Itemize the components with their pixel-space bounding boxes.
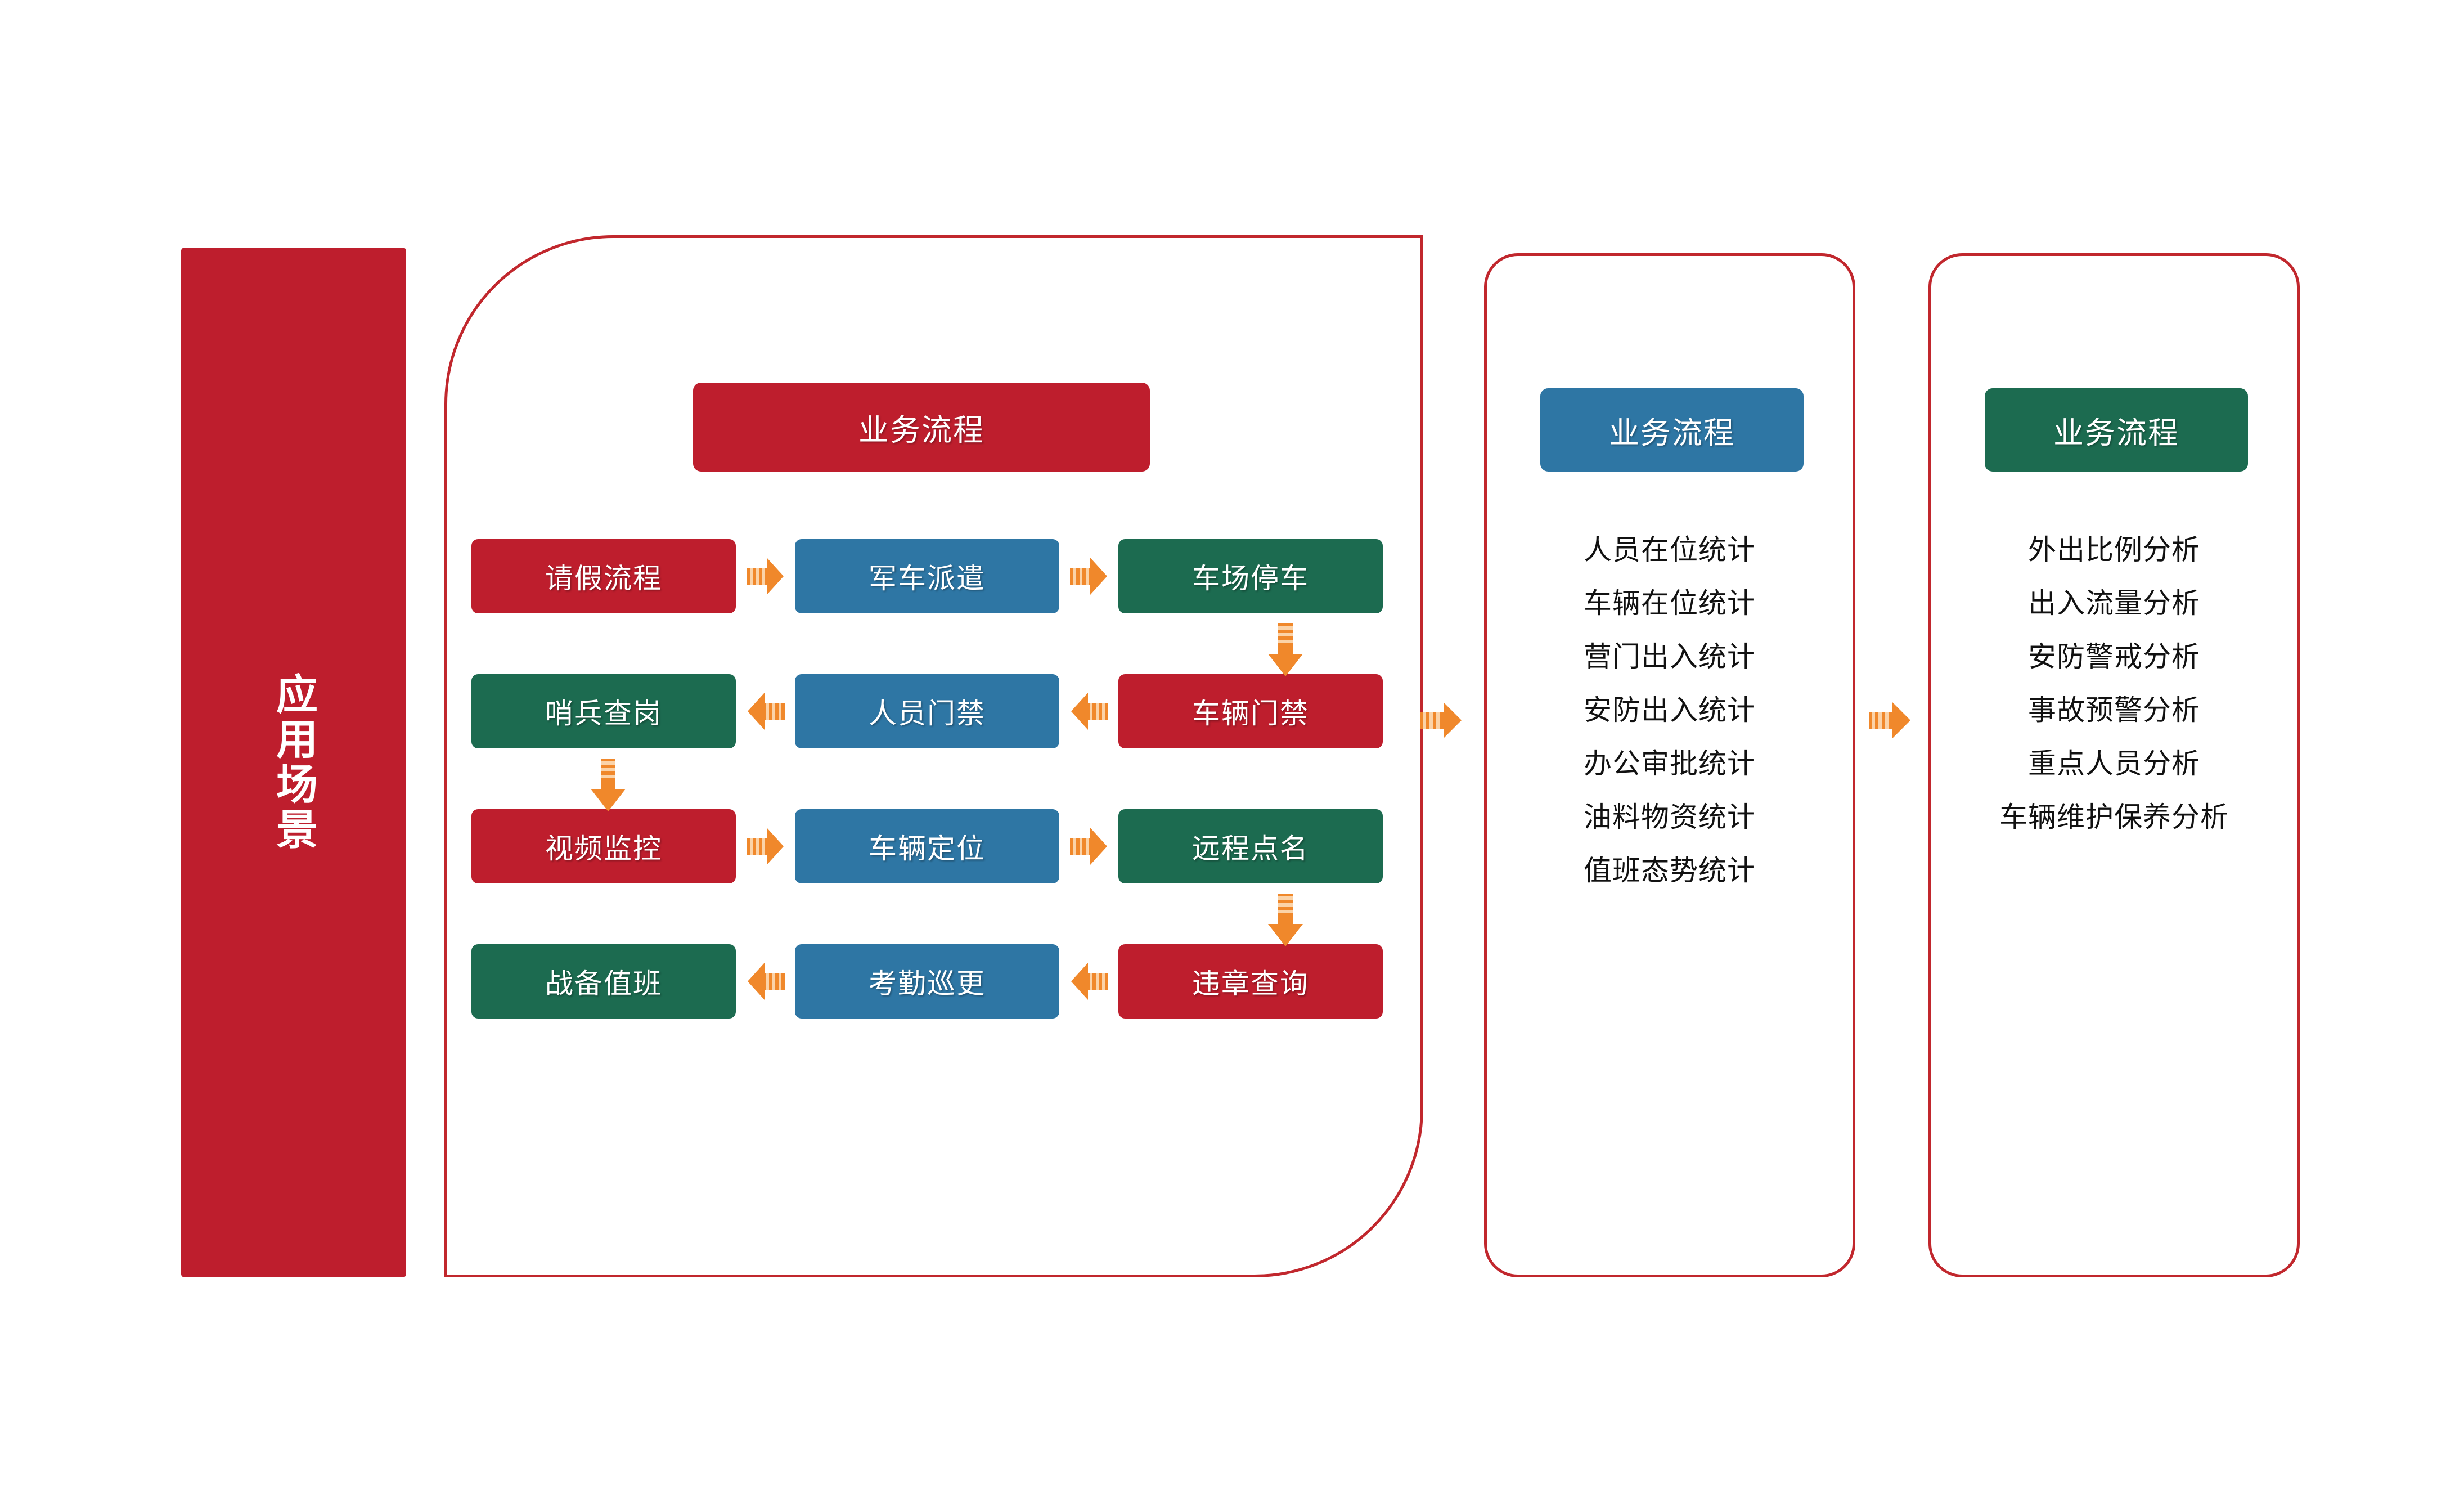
process-box-zhanbeizhiban[interactable]: 战备值班 bbox=[471, 944, 736, 1019]
list-item[interactable]: 车辆在位统计 bbox=[1584, 587, 1756, 619]
statistics-panel-header: 业务流程 bbox=[1540, 388, 1804, 472]
application-scenario-banner: 应用场景 bbox=[181, 248, 406, 1277]
process-box-label: 请假流程 bbox=[545, 563, 662, 594]
arrow-left-icon bbox=[747, 690, 785, 732]
process-box-label: 哨兵查岗 bbox=[545, 698, 662, 729]
list-item[interactable]: 人员在位统计 bbox=[1584, 534, 1756, 566]
arrow-right-icon bbox=[746, 825, 785, 867]
process-flow-row: 视频监控 车辆定位 bbox=[471, 809, 1383, 883]
connector-gap bbox=[1059, 539, 1118, 613]
process-flow-row: 哨兵查岗 人员门禁 bbox=[471, 674, 1383, 748]
connector-gap bbox=[736, 809, 795, 883]
main-panel-header: 业务流程 bbox=[693, 383, 1150, 472]
process-box-cheliangdingwei[interactable]: 车辆定位 bbox=[795, 809, 1059, 883]
statistics-panel-header-label: 业务流程 bbox=[1609, 416, 1735, 450]
connector-gap bbox=[1059, 809, 1118, 883]
arrow-right-icon-main-to-statistics bbox=[1420, 701, 1464, 740]
process-box-label: 违章查询 bbox=[1192, 968, 1309, 999]
arrow-right-icon bbox=[1069, 555, 1108, 597]
list-item[interactable]: 重点人员分析 bbox=[2028, 748, 2200, 779]
connector-gap bbox=[736, 539, 795, 613]
analysis-panel-header: 业务流程 bbox=[1985, 388, 2248, 472]
process-box-label: 军车派遣 bbox=[869, 563, 986, 594]
connector-gap bbox=[736, 674, 795, 748]
arrow-down-icon-col1-row2 bbox=[588, 759, 628, 813]
main-panel-header-label: 业务流程 bbox=[858, 413, 984, 447]
list-item[interactable]: 安防警戒分析 bbox=[2028, 641, 2200, 672]
arrow-left-icon bbox=[1070, 690, 1108, 732]
arrow-right-icon-statistics-to-analysis bbox=[1869, 701, 1913, 740]
process-box-renyuanmenjin[interactable]: 人员门禁 bbox=[795, 674, 1059, 748]
arrow-right-icon bbox=[746, 555, 785, 597]
process-flow-grid: 请假流程 军车派遣 bbox=[471, 539, 1383, 1019]
analysis-list: 外出比例分析 出入流量分析 安防警戒分析 事故预警分析 重点人员分析 车辆维护保… bbox=[1934, 523, 2294, 844]
arrow-down-icon-col3-row3 bbox=[1266, 894, 1305, 948]
list-item[interactable]: 外出比例分析 bbox=[2028, 534, 2200, 566]
process-box-qingjialiucheng[interactable]: 请假流程 bbox=[471, 539, 736, 613]
process-box-label: 视频监控 bbox=[545, 833, 662, 864]
analysis-panel-header-label: 业务流程 bbox=[2053, 416, 2179, 450]
process-box-label: 车辆定位 bbox=[869, 833, 986, 864]
process-flow-row: 请假流程 军车派遣 bbox=[471, 539, 1383, 613]
process-box-label: 考勤巡更 bbox=[869, 968, 986, 999]
list-item[interactable]: 安防出入统计 bbox=[1584, 694, 1756, 726]
arrow-right-icon bbox=[1069, 825, 1108, 867]
process-box-weizhangchaxun[interactable]: 违章查询 bbox=[1118, 944, 1383, 1019]
list-item[interactable]: 出入流量分析 bbox=[2028, 587, 2200, 619]
list-item[interactable]: 办公审批统计 bbox=[1584, 748, 1756, 779]
process-box-label: 车场停车 bbox=[1192, 563, 1309, 594]
arrow-left-icon bbox=[1070, 961, 1108, 1002]
process-box-yuanchengdianming[interactable]: 远程点名 bbox=[1118, 809, 1383, 883]
arrow-down-icon-col3-row1 bbox=[1266, 623, 1305, 678]
process-box-shaobingchagang[interactable]: 哨兵查岗 bbox=[471, 674, 736, 748]
process-box-chechangtingche[interactable]: 车场停车 bbox=[1118, 539, 1383, 613]
process-box-label: 远程点名 bbox=[1192, 833, 1309, 864]
process-box-junchepaiqian[interactable]: 军车派遣 bbox=[795, 539, 1059, 613]
process-box-shipinjiankong[interactable]: 视频监控 bbox=[471, 809, 736, 883]
list-item[interactable]: 营门出入统计 bbox=[1584, 641, 1756, 672]
process-box-kaoqinxungeng[interactable]: 考勤巡更 bbox=[795, 944, 1059, 1019]
process-box-label: 车辆门禁 bbox=[1192, 698, 1309, 729]
list-item[interactable]: 值班态势统计 bbox=[1584, 855, 1756, 886]
list-item[interactable]: 事故预警分析 bbox=[2028, 694, 2200, 726]
process-box-cheliangmenjin[interactable]: 车辆门禁 bbox=[1118, 674, 1383, 748]
connector-gap bbox=[1059, 944, 1118, 1019]
arrow-left-icon bbox=[747, 961, 785, 1002]
list-item[interactable]: 油料物资统计 bbox=[1584, 801, 1756, 833]
connector-gap bbox=[1059, 674, 1118, 748]
application-scenario-label: 应用场景 bbox=[270, 672, 317, 853]
process-box-label: 人员门禁 bbox=[869, 698, 986, 729]
process-flow-row: 战备值班 考勤巡更 bbox=[471, 944, 1383, 1019]
connector-gap bbox=[736, 944, 795, 1019]
process-box-label: 战备值班 bbox=[545, 968, 662, 999]
list-item[interactable]: 车辆维护保养分析 bbox=[1999, 801, 2229, 833]
statistics-list: 人员在位统计 车辆在位统计 营门出入统计 安防出入统计 办公审批统计 油料物资统… bbox=[1490, 523, 1850, 898]
